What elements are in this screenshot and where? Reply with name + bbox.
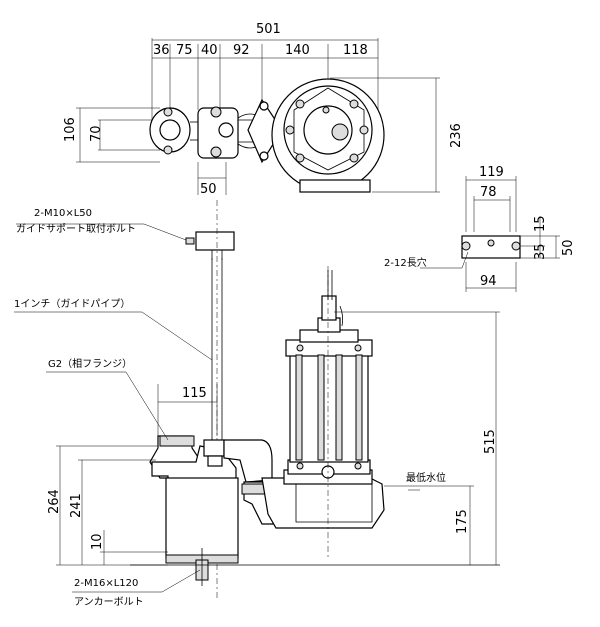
dim-241: 241 [69,493,84,518]
dim-119: 119 [479,165,504,180]
dim-118: 118 [343,43,368,58]
dim-75: 75 [176,43,193,58]
bracket-detail: 119 78 15 35 50 94 2-12長穴 [384,165,576,292]
dim-106: 106 [63,117,78,142]
guide-bolt-name: ガイドサポート取付ボルト [16,222,136,235]
flange-label: G2（相フランジ） [48,357,132,370]
dim-140: 140 [285,43,310,58]
dim-15: 15 [533,215,548,232]
side-view: 264 241 10 115 515 175 最低水位 2-M10×L50 ガイ… [14,200,500,608]
dim-501: 501 [256,22,281,37]
guide-bolt-spec: 2-M10×L50 [34,208,92,219]
anchor-name: アンカーボルト [74,596,144,608]
dim-70: 70 [89,125,104,142]
dim-78: 78 [480,185,497,200]
dim-50-bracket: 50 [561,239,576,256]
slot-label: 2-12長穴 [384,256,427,269]
dim-40: 40 [201,43,218,58]
dim-515: 515 [483,429,498,454]
dim-10: 10 [90,533,105,550]
dim-175: 175 [455,509,470,534]
min-water-label: 最低水位 [406,471,446,484]
dim-94: 94 [480,274,497,289]
top-view: 501 36 75 40 92 140 118 106 70 [63,22,464,197]
dim-264: 264 [47,489,62,514]
anchor-spec: 2-M16×L120 [74,578,138,589]
dim-50-top: 50 [200,182,217,197]
dim-115: 115 [182,386,207,401]
dim-36: 36 [153,43,170,58]
dim-92: 92 [233,43,250,58]
dim-236: 236 [449,123,464,148]
guide-pipe-label: 1インチ（ガイドパイプ） [14,298,130,310]
dim-35: 35 [533,243,548,260]
